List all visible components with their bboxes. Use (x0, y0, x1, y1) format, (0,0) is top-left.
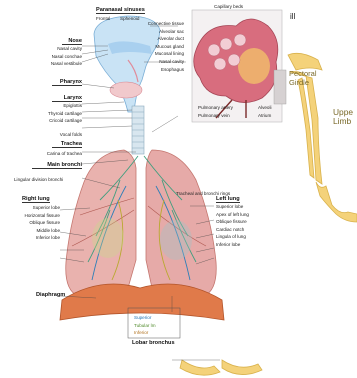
nasal-vestibule-label: Nasal vestibule (30, 60, 82, 68)
frontal-sinus-label: Frontal (96, 16, 110, 21)
upper-limb-line-2: Limb (333, 117, 353, 126)
connective-tissue-label: Connective tissue (140, 20, 184, 28)
pharynx-heading: Pharynx (52, 79, 82, 86)
nasal-conchae-label: Nasal conchae (30, 53, 82, 61)
right-inferior-lobe-label: Inferior lobe (6, 234, 60, 242)
trachea-heading: Trachea (52, 141, 82, 148)
alveoli-label: Alveoli (258, 104, 272, 112)
inner-tubular-label: Tubular lm (134, 322, 156, 330)
right-lung-list: Superior lobe Horizontal fissure Oblique… (6, 204, 60, 242)
carina-label: Carina of trachea (22, 151, 82, 156)
left-oblique-fissure-label: Oblique fissure (216, 218, 249, 226)
trachea-tube (132, 106, 144, 154)
epiglottis-label: Epiglottis (22, 102, 82, 110)
upper-limb-label: Uppe Limb (333, 108, 353, 126)
tracheal-rings-label: Tracheal and bronchi rings (176, 191, 230, 196)
inner-bronchus-labels: Superior Tubular lm Inferior (134, 314, 156, 337)
atrium-label: Atrium (258, 112, 272, 120)
alveolar-duct-label: Alveolar duct (140, 35, 184, 43)
paranasal-sinuses-heading: Paranasal sinuses (96, 7, 145, 14)
pulmonary-vein-label: Pulmonary vein (198, 112, 233, 120)
left-inferior-lobe-label: Inferior lobe (216, 241, 249, 249)
inset-left-labels: Connective tissue Alveolar sac Alveolar … (140, 20, 184, 73)
inset-bottom-labels: Pulmonary artery Pulmonary vein (198, 104, 233, 119)
diaphragm-heading: Diaphragm (36, 292, 65, 298)
lingula-label: Lingula of lung (216, 233, 249, 241)
pulmonary-artery-label: Pulmonary artery (198, 104, 233, 112)
pectoral-girdle-label: Pectoral Girdle (289, 70, 317, 87)
nasal-cavity-label: Nasal cavity (30, 45, 82, 53)
sphenoid-sinus-label: Sphenoid (120, 16, 139, 21)
inner-superior-label: Superior (134, 314, 156, 322)
lobar-bronchus-heading: Lobar bronchus (132, 340, 175, 346)
left-lung-list: Superior lobe Apex of left lung Oblique … (216, 203, 249, 249)
nose-list: Nasal cavity Nasal conchae Nasal vestibu… (30, 45, 82, 68)
right-superior-lobe-label: Superior lobe (6, 204, 60, 212)
alveolar-sac-label: Alveolar sac (140, 28, 184, 36)
lingular-bronchi-label: Lingular division bronchi (14, 177, 63, 182)
lungs (66, 150, 217, 296)
mucosal-lining-label: Mucosal lining (140, 50, 184, 58)
inner-inferior-label: Inferior (134, 329, 156, 337)
mucous-gland-label: Mucous gland (140, 43, 184, 51)
left-superior-lobe-label: Superior lobe (216, 203, 249, 211)
vocal-folds-label: Vocal folds (32, 132, 82, 137)
larynx-list: Epiglottis Thyroid cartilage Cricoid car… (22, 102, 82, 125)
main-bronchi-heading: Main bronchi (32, 162, 82, 169)
horizontal-fissure-label: Horizontal fissure (6, 212, 60, 220)
esophagus-label: Esophagus (140, 66, 184, 74)
middle-lobe-label: Middle lobe (6, 227, 60, 235)
inset-right-labels: Alveoli Atrium (258, 104, 272, 119)
apex-left-lung-label: Apex of left lung (216, 211, 249, 219)
pectoral-girdle-line-2: Girdle (289, 79, 317, 88)
cricoid-cartilage-label: Cricoid cartilage (22, 117, 82, 125)
right-oblique-fissure-label: Oblique fissure (6, 219, 60, 227)
capillary-beds-label: Capillary beds (214, 4, 243, 9)
right-lung-heading: Right lung (22, 196, 50, 203)
cardiac-notch-label: Cardiac notch (216, 226, 249, 234)
background-partial-text: ill (290, 14, 295, 19)
thyroid-cartilage-label: Thyroid cartilage (22, 110, 82, 118)
inset-nasal-cavity-label: Nasal cavity (140, 58, 184, 66)
